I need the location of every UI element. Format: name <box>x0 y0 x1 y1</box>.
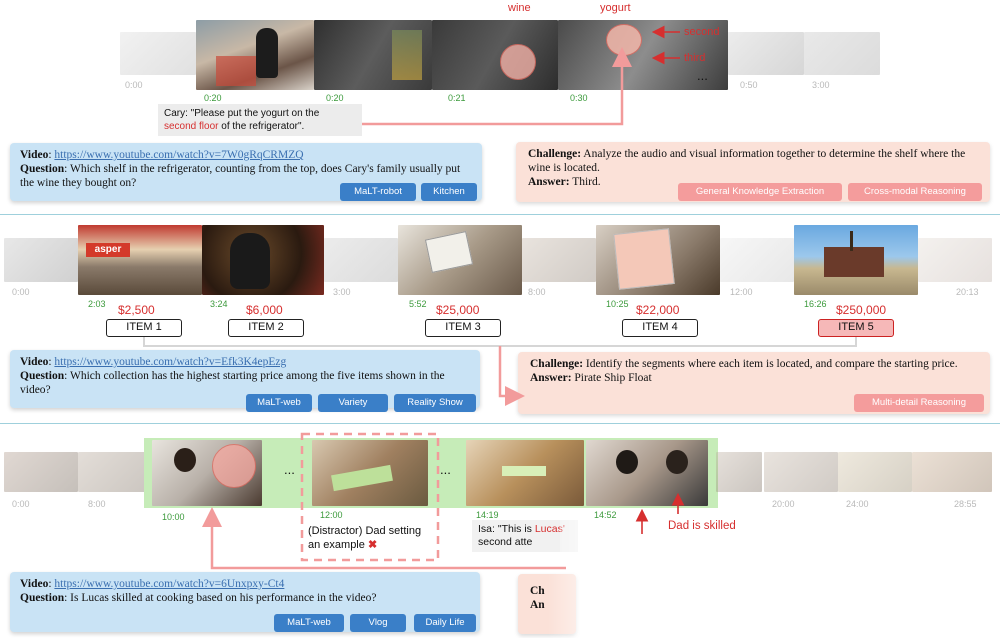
timestamp: 0:00 <box>125 80 143 90</box>
item-2: ITEM 2 <box>228 319 304 337</box>
label-second: second <box>684 26 720 38</box>
distractor-note: (Distractor) Dad setting an example ✖ <box>308 525 422 551</box>
price-item-3: $25,000 <box>436 303 480 317</box>
timestamp: 24:00 <box>846 499 869 509</box>
connector-items <box>143 337 857 347</box>
video-frame <box>314 20 432 90</box>
connector-items-to-challenge <box>498 346 525 406</box>
video-frame <box>720 238 794 282</box>
timestamp: 20:00 <box>772 499 795 509</box>
timestamp: 8:00 <box>528 287 546 297</box>
tag-malt-web: MaLT-web <box>246 394 312 412</box>
tag-kitchen: Kitchen <box>421 183 477 201</box>
video-frame <box>466 440 584 506</box>
connector-to-lucas <box>202 507 566 570</box>
timestamp: 0:20 <box>204 93 222 103</box>
video-frame <box>764 452 838 492</box>
video-link[interactable]: https://www.youtube.com/watch?v=7W0gRqCR… <box>54 149 304 161</box>
tag-malt-web: MaLT-web <box>274 614 344 632</box>
video-link[interactable]: https://www.youtube.com/watch?v=6Unxpxy-… <box>54 578 285 590</box>
tag-cross-modal: Cross-modal Reasoning <box>848 183 982 201</box>
timestamp: 8:00 <box>88 499 106 509</box>
timestamp: 14:52 <box>594 510 617 520</box>
connector-quote-to-yogurt <box>362 47 632 126</box>
timestamp: 0:20 <box>326 93 344 103</box>
timestamp: 0:21 <box>448 93 466 103</box>
timestamp: 16:26 <box>804 299 827 309</box>
video-frame <box>918 238 992 282</box>
video-frame <box>78 452 152 492</box>
divider <box>0 214 1000 215</box>
fade-overlay <box>548 556 748 638</box>
video-frame <box>804 32 880 75</box>
video-frame <box>794 225 918 295</box>
ellipsis: ... <box>697 68 708 83</box>
item-5: ITEM 5 <box>818 319 894 337</box>
video-frame <box>838 452 912 492</box>
video-frame <box>432 20 558 90</box>
video-frame <box>120 32 196 75</box>
timestamp: 10:25 <box>606 299 629 309</box>
video-frame <box>4 238 78 282</box>
tag-daily-life: Daily Life <box>414 614 476 632</box>
ellipsis: ... <box>284 462 295 477</box>
item-3: ITEM 3 <box>425 319 501 337</box>
timestamp: 3:24 <box>210 299 228 309</box>
cary-quote: Cary: "Please put the yogurt on the seco… <box>158 104 362 136</box>
video-frame <box>728 32 804 75</box>
tag-reality-show: Reality Show <box>394 394 476 412</box>
tag-multi-detail: Multi-detail Reasoning <box>854 394 984 412</box>
timestamp: 0:30 <box>570 93 588 103</box>
video-frame <box>202 225 324 295</box>
video-frame <box>716 452 762 492</box>
video-frame <box>152 440 262 506</box>
price-item-4: $22,000 <box>636 303 680 317</box>
timestamp: 12:00 <box>320 510 343 520</box>
timestamp: 0:00 <box>12 287 30 297</box>
video-frame <box>522 238 596 282</box>
video-frame: asper <box>78 225 202 295</box>
distractor-frame <box>300 432 440 562</box>
video-frame <box>398 225 522 295</box>
tag-general-knowledge: General Knowledge Extraction <box>678 183 842 201</box>
price-item-2: $6,000 <box>246 303 283 317</box>
timestamp: 14:19 <box>476 510 499 520</box>
timestamp: 28:55 <box>954 499 977 509</box>
label-yogurt: yogurt <box>600 2 631 14</box>
timestamp: 0:00 <box>12 499 30 509</box>
video-frame <box>312 440 428 506</box>
tag-variety: Variety <box>318 394 388 412</box>
item-4: ITEM 4 <box>622 319 698 337</box>
tag-vlog: Vlog <box>350 614 406 632</box>
item-1: ITEM 1 <box>106 319 182 337</box>
timestamp: 5:52 <box>409 299 427 309</box>
video-frame <box>596 225 720 295</box>
timestamp: 3:00 <box>333 287 351 297</box>
divider <box>0 423 1000 424</box>
video-frame <box>196 20 314 90</box>
ellipsis: ... <box>440 462 451 477</box>
video-frame <box>912 452 992 492</box>
video-frame <box>4 452 78 492</box>
video-link[interactable]: https://www.youtube.com/watch?v=Efk3K4ep… <box>54 356 287 368</box>
timestamp: 10:00 <box>162 512 185 522</box>
label-wine: wine <box>508 2 531 14</box>
dad-skilled-label: Dad is skilled <box>668 520 736 532</box>
video-frame <box>324 238 398 282</box>
timestamp: 3:00 <box>812 80 830 90</box>
tag-malt-robot: MaLT-robot <box>340 183 416 201</box>
price-item-5: $250,000 <box>836 303 887 317</box>
price-item-1: $2,500 <box>118 303 155 317</box>
timestamp: 2:03 <box>88 299 106 309</box>
timestamp: 0:50 <box>740 80 758 90</box>
label-third: third <box>684 52 706 64</box>
timestamp: 20:13 <box>956 287 979 297</box>
timestamp: 12:00 <box>730 287 753 297</box>
video-frame <box>586 440 708 506</box>
cross-icon: ✖ <box>367 539 378 551</box>
